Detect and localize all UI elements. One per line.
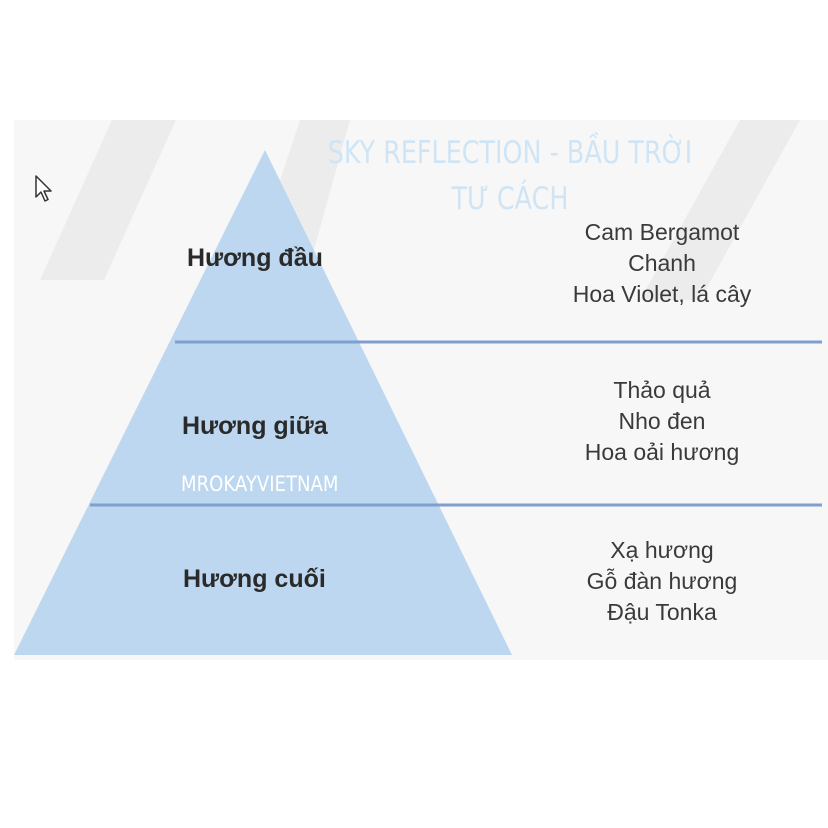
notes-base: Xạ hương Gỗ đàn hương Đậu Tonka bbox=[512, 535, 812, 628]
note-item: Cam Bergamot bbox=[584, 219, 740, 245]
background-logo-mark bbox=[640, 120, 800, 300]
tier-label-top: Hương đầu bbox=[187, 244, 323, 272]
notes-top: Cam Bergamot Chanh Hoa Violet, lá cây bbox=[512, 217, 812, 310]
note-item: Xạ hương bbox=[610, 537, 714, 563]
background-logo-mark bbox=[40, 120, 176, 280]
watermark-title: SKY REFLECTION - BẦU TRỜI TƯ CÁCH bbox=[327, 135, 693, 217]
tier-label-middle: Hương giữa bbox=[182, 412, 328, 440]
note-item: Đậu Tonka bbox=[607, 599, 717, 625]
note-item: Chanh bbox=[628, 250, 696, 276]
cursor-icon bbox=[35, 175, 52, 202]
note-item: Hoa oải hương bbox=[584, 439, 740, 465]
tier-label-base: Hương cuối bbox=[183, 565, 326, 593]
pyramid-shape bbox=[14, 150, 512, 655]
watermark-brand: MROKAYVIETNAM bbox=[181, 472, 339, 496]
note-item: Nho đen bbox=[618, 408, 706, 434]
note-item: Thảo quả bbox=[613, 377, 711, 403]
note-item: Gỗ đàn hương bbox=[586, 568, 738, 594]
note-item: Hoa Violet, lá cây bbox=[572, 281, 752, 307]
notes-middle: Thảo quả Nho đen Hoa oải hương bbox=[512, 375, 812, 468]
